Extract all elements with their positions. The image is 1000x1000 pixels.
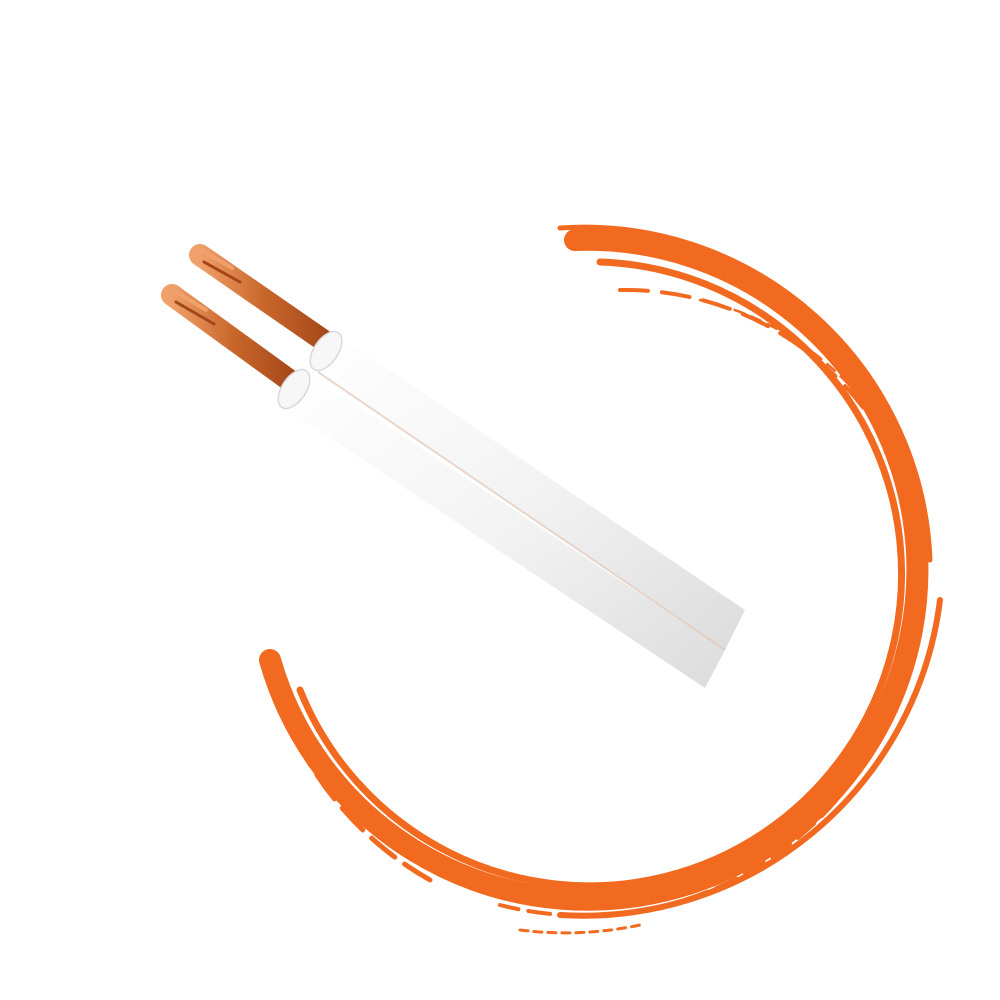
insulation-sleeve	[288, 368, 725, 688]
twin-core-cable-icon	[161, 244, 745, 688]
insulation-sleeve	[318, 330, 745, 650]
copper-strands-icon	[161, 284, 307, 396]
brush-stroke-ring-icon	[259, 224, 943, 935]
copper-strands-icon	[189, 244, 341, 356]
